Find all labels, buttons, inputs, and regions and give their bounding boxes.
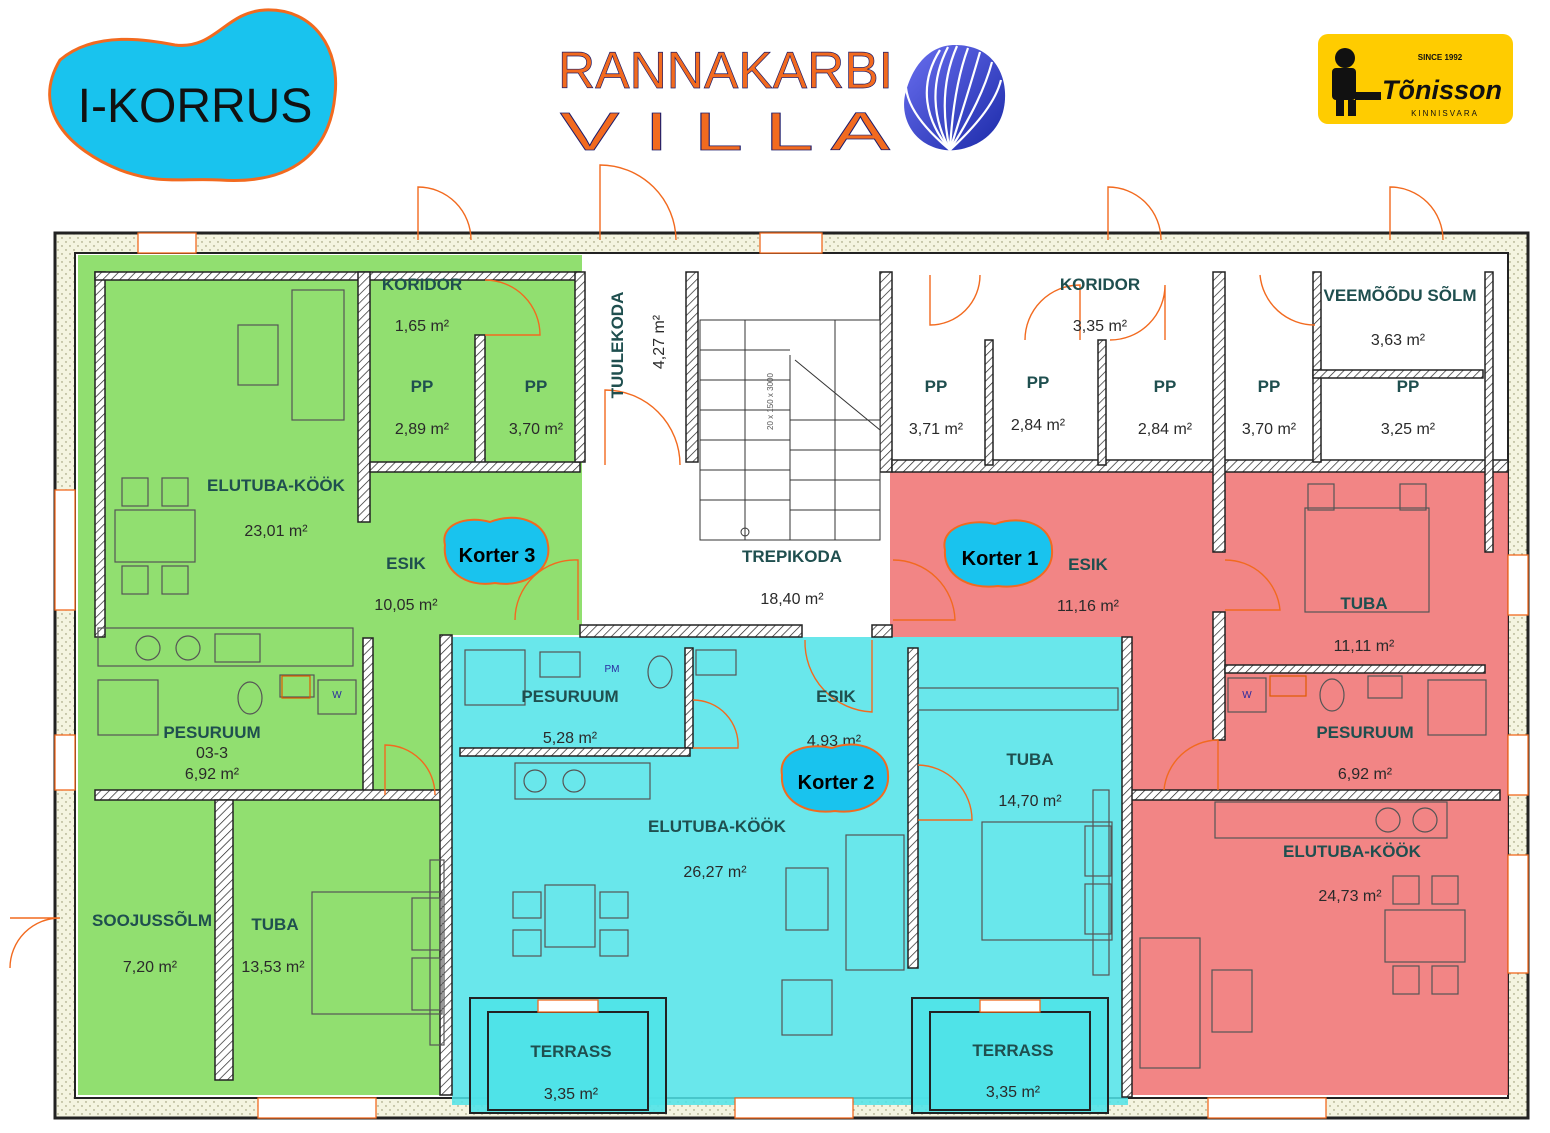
koridor-right-name: KORIDOR: [1060, 275, 1140, 294]
terrass-left-area: 3,35 m²: [544, 1086, 599, 1103]
pp-b-name: PP: [1027, 373, 1050, 392]
logo-since: SINCE 1992: [1418, 53, 1463, 62]
trepikoda-area: 18,40 m²: [760, 591, 824, 608]
pp-d-area: 3,70 m²: [1242, 421, 1297, 438]
k3-tuba-name: TUBA: [251, 915, 298, 934]
k3-pesuruum-area: 6,92 m²: [185, 766, 240, 783]
trepikoda-name: TREPIKODA: [742, 547, 842, 566]
w-mark-right: W: [1242, 690, 1252, 701]
pp-c-name: PP: [1154, 377, 1177, 396]
korter2-badge: Korter 2: [780, 743, 890, 813]
pp-c-area: 2,84 m²: [1138, 421, 1193, 438]
shell-icon: [904, 45, 1006, 151]
k2-tuba-name: TUBA: [1006, 750, 1053, 769]
korter1-label: Korter 1: [962, 548, 1039, 570]
korter1-zone: [890, 470, 1508, 1095]
pp-d-name: PP: [1258, 377, 1281, 396]
k2-pesuruum-area: 5,28 m²: [543, 730, 598, 747]
k1-elutuba-name: ELUTUBA-KÖÖK: [1283, 842, 1422, 861]
k1-elutuba-area: 24,73 m²: [1318, 888, 1382, 905]
veemoodu-area: 3,63 m²: [1371, 332, 1426, 349]
k3-elutuba-area: 23,01 m²: [244, 523, 308, 540]
k3-soojussolm-name: SOOJUSSÕLM: [92, 910, 212, 930]
k1-esik-area: 11,16 m²: [1057, 598, 1120, 615]
k3-pp2-name: PP: [525, 377, 548, 396]
k2-elutuba-name: ELUTUBA-KÖÖK: [648, 817, 787, 836]
k2-elutuba-area: 26,27 m²: [683, 864, 747, 881]
k3-elutuba-name: ELUTUBA-KÖÖK: [207, 476, 346, 495]
k3-tuba-area: 13,53 m²: [241, 959, 305, 976]
brand-line1: RANNAKARBI: [558, 42, 893, 100]
k1-tuba-name: TUBA: [1340, 594, 1387, 613]
korter3-label: Korter 3: [459, 545, 536, 567]
interior-walls: [94, 271, 1509, 1098]
korter1-badge: Korter 1: [943, 519, 1054, 588]
brand-title: RANNAKARBI V I L L A: [558, 42, 894, 163]
stair-note: 20 x 150 x 3000: [766, 373, 775, 430]
k3-pesuruum-name: PESURUUM: [163, 723, 260, 742]
w-mark-left: W: [332, 690, 342, 701]
doors: [9, 164, 1444, 969]
k1-esik-name: ESIK: [1068, 555, 1108, 574]
k1-tuba-area: 11,11 m²: [1334, 638, 1395, 655]
k3-esik-area: 10,05 m²: [374, 597, 438, 614]
k3-pp2-area: 3,70 m²: [509, 421, 564, 438]
k2-pesuruum-name: PESURUUM: [521, 687, 618, 706]
pp-a-area: 3,71 m²: [909, 421, 964, 438]
pm-mark: PM: [605, 664, 620, 675]
k2-esik-name: ESIK: [816, 687, 856, 706]
logo-sub: KINNISVARA: [1411, 109, 1479, 118]
room-labels: KORIDOR 1,65 m² PP 2,89 m² PP 3,70 m² EL…: [92, 275, 1476, 1103]
k3-pp1-name: PP: [411, 377, 434, 396]
veemoodu-name: VEEMÕÕDU SÕLM: [1323, 285, 1476, 305]
k1-pesuruum-area: 6,92 m²: [1338, 766, 1393, 783]
mascot-icon: [1332, 48, 1381, 116]
terrace-walls: [469, 997, 1109, 1114]
tuulekoda-name: TUULEKODA: [608, 292, 627, 399]
brand-line2: V I L L A: [560, 102, 890, 162]
k1-pesuruum-name: PESURUUM: [1316, 723, 1413, 742]
k3-soojussolm-area: 7,20 m²: [123, 959, 178, 976]
stair: [699, 319, 881, 541]
terrass-right-name: TERRASS: [972, 1041, 1053, 1060]
k3-pesuruum-code: 03-3: [196, 745, 228, 762]
k3-esik-name: ESIK: [386, 554, 426, 573]
k3-pp1-area: 2,89 m²: [395, 421, 450, 438]
k3-koridor-area: 1,65 m²: [395, 318, 450, 335]
pp-e-area: 3,25 m²: [1381, 421, 1436, 438]
k2-tuba-area: 14,70 m²: [998, 793, 1062, 810]
pp-a-name: PP: [925, 377, 948, 396]
floor-badge-text: I-KORRUS: [78, 80, 313, 133]
koridor-right-area: 3,35 m²: [1073, 318, 1128, 335]
terrass-left-name: TERRASS: [530, 1042, 611, 1061]
korter2-label: Korter 2: [798, 772, 875, 794]
company-logo: SINCE 1992 Tõnisson KINNISVARA: [1318, 34, 1513, 124]
terrass-right-area: 3,35 m²: [986, 1084, 1041, 1101]
logo-name: Tõnisson: [1382, 75, 1502, 105]
k3-koridor-name: KORIDOR: [382, 275, 462, 294]
tuulekoda-area: 4,27 m²: [651, 314, 668, 369]
pp-e-name: PP: [1397, 377, 1420, 396]
floor-badge: I-KORRUS: [48, 8, 338, 182]
windows: [54, 232, 1529, 1119]
pp-b-area: 2,84 m²: [1011, 417, 1066, 434]
korter3-badge: Korter 3: [443, 516, 550, 585]
furniture: [97, 289, 1487, 1069]
